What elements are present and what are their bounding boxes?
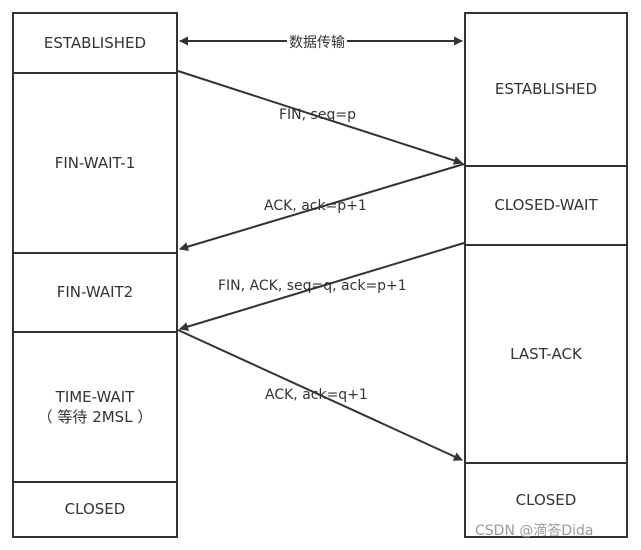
data-transfer-label: 数据传输 — [287, 32, 347, 52]
client-state-fin-wait-2: FIN-WAIT2 — [14, 252, 176, 331]
server-state-closed-wait: CLOSED-WAIT — [466, 165, 626, 244]
client-state-established-label: ESTABLISHED — [43, 33, 147, 52]
server-state-closed: CLOSED — [466, 462, 626, 536]
ack2-label: ACK, ack=q+1 — [265, 387, 368, 403]
server-state-closed-wait-label: CLOSED-WAIT — [494, 196, 598, 215]
server-state-last-ack: LAST-ACK — [466, 244, 626, 462]
server-state-established-label: ESTABLISHED — [494, 80, 598, 99]
server-state-closed-label: CLOSED — [515, 490, 577, 509]
client-state-fin-wait-1: FIN-WAIT-1 — [14, 72, 176, 252]
client-state-column: ESTABLISHED FIN-WAIT-1 FIN-WAIT2 TIME-WA… — [12, 12, 178, 538]
client-state-closed: CLOSED — [14, 481, 176, 536]
fin2-label: FIN, ACK, seq=q, ack=p+1 — [218, 278, 407, 294]
client-state-established: ESTABLISHED — [14, 14, 176, 72]
server-state-established: ESTABLISHED — [466, 14, 626, 165]
client-state-fin-wait-1-label: FIN-WAIT-1 — [54, 153, 136, 172]
server-state-last-ack-label: LAST-ACK — [510, 344, 582, 363]
ack1-label: ACK, ack=p+1 — [264, 198, 367, 214]
client-state-time-wait-note: （ 等待 2MSL ） — [37, 408, 153, 426]
client-state-fin-wait-2-label: FIN-WAIT2 — [56, 283, 134, 302]
client-state-closed-label: CLOSED — [64, 500, 126, 519]
server-state-column: ESTABLISHED CLOSED-WAIT LAST-ACK CLOSED — [464, 12, 628, 538]
watermark-text: CSDN @滴答Dida — [475, 523, 594, 539]
client-state-time-wait-label: TIME-WAIT — [55, 387, 135, 406]
fin1-label: FIN, seq=p — [279, 107, 356, 123]
client-state-time-wait: TIME-WAIT （ 等待 2MSL ） — [14, 331, 176, 481]
